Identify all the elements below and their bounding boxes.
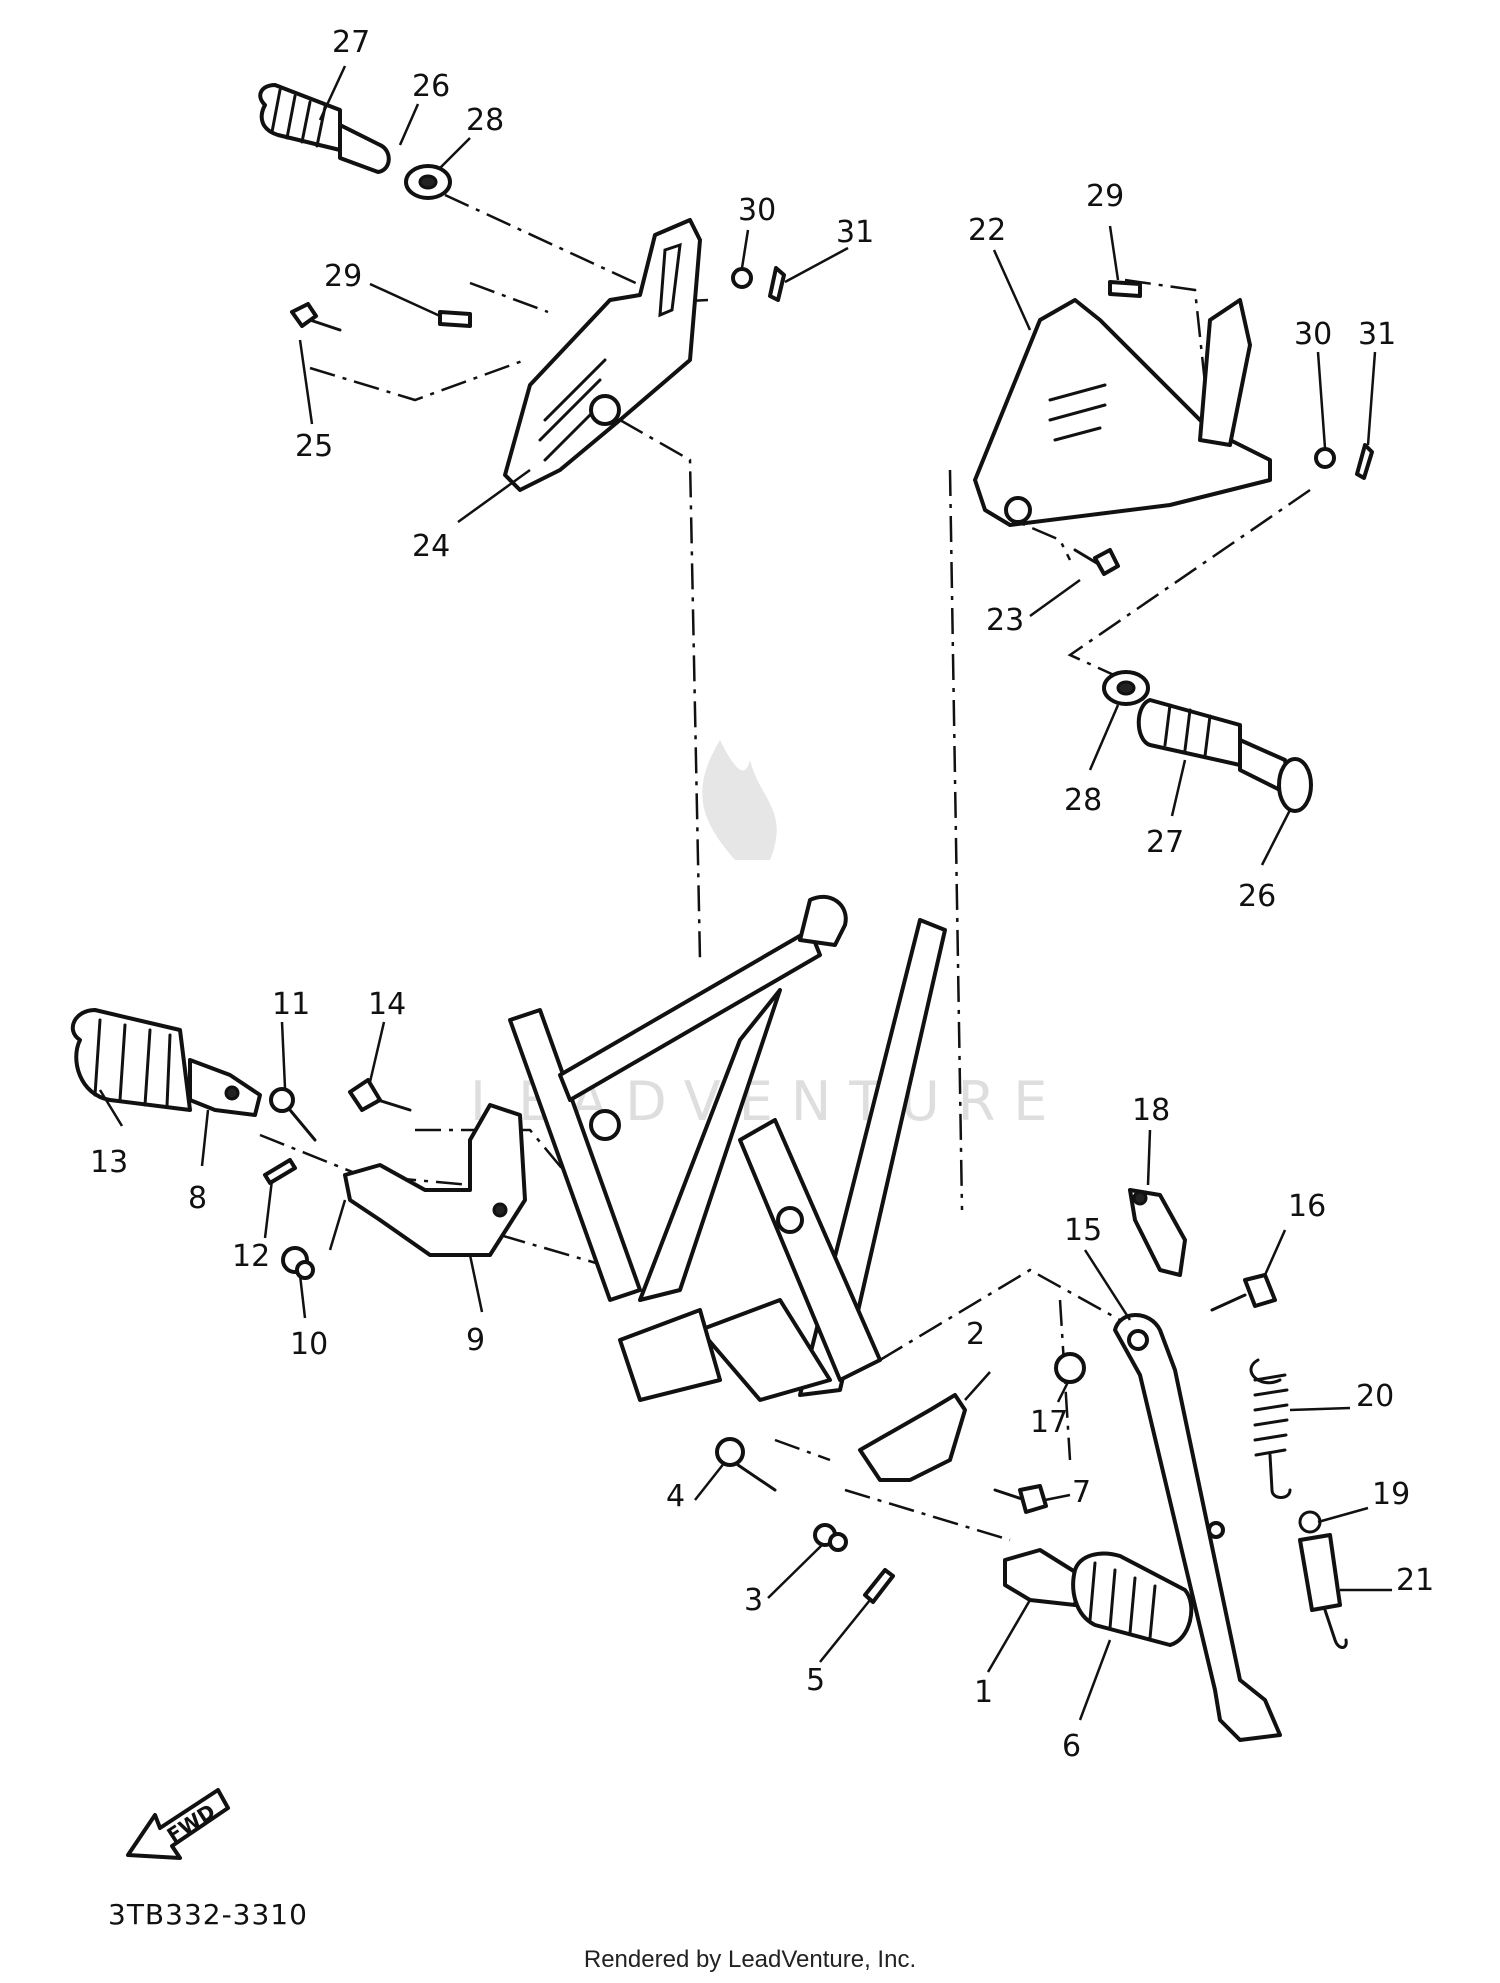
callout-31-left: 31 [836, 215, 874, 250]
part-31-cotter-pin-right [1355, 443, 1374, 480]
part-12-spring-left [263, 1158, 297, 1185]
callout-6: 6 [1062, 1729, 1081, 1764]
part-1-footrest-right [1003, 1548, 1082, 1607]
part-28-washer-right [1102, 670, 1150, 706]
part-27-footrest-rubber-left [258, 83, 391, 174]
part-8-footrest-left [188, 1058, 262, 1117]
callout-21: 21 [1396, 1563, 1434, 1598]
part-22-footrest-bracket-right [973, 298, 1272, 527]
callout-1: 1 [974, 1675, 993, 1710]
part-29-pin-left [438, 310, 472, 328]
part-27-footrest-rubber-right [1136, 698, 1242, 767]
part-30-washer-right [1314, 447, 1336, 469]
diagram-code: 3TB332-3310 [108, 1898, 308, 1931]
callout-9: 9 [466, 1323, 485, 1358]
callouts: 27 26 28 29 30 31 25 24 22 29 30 31 23 2… [90, 25, 1434, 1764]
part-10-clip-left [281, 1246, 315, 1280]
part-15-sidestand [1113, 1313, 1282, 1742]
callout-11: 11 [272, 987, 310, 1022]
callout-27-right: 27 [1146, 825, 1184, 860]
callout-18: 18 [1132, 1093, 1170, 1128]
callout-10: 10 [290, 1327, 328, 1362]
part-29-pin-right [1108, 280, 1142, 298]
callout-20: 20 [1356, 1379, 1394, 1414]
fwd-arrow: FWD [126, 1788, 230, 1860]
callout-17: 17 [1030, 1405, 1068, 1440]
callout-16: 16 [1288, 1189, 1326, 1224]
part-9-footrest-bracket-left [343, 1103, 527, 1257]
part-11-pin [269, 1087, 317, 1142]
credit-line: Rendered by LeadVenture, Inc. [583, 1946, 917, 1973]
callout-31-right: 31 [1358, 317, 1396, 352]
callout-19: 19 [1372, 1477, 1410, 1512]
part-26-footrest-shaft-right [1238, 738, 1313, 813]
callout-29-right: 29 [1086, 179, 1124, 214]
callout-14: 14 [368, 987, 406, 1022]
callout-13: 13 [90, 1145, 128, 1180]
part-7-bolt [993, 1484, 1048, 1514]
callout-23: 23 [986, 603, 1024, 638]
callout-26-right: 26 [1238, 879, 1276, 914]
part-24-footrest-bracket-left [503, 218, 702, 492]
callout-7: 7 [1072, 1475, 1091, 1510]
part-23-bolt-right [1073, 548, 1120, 576]
part-20-spring [1249, 1358, 1292, 1499]
callout-5: 5 [806, 1663, 825, 1698]
frame-assembly [508, 894, 947, 1402]
callout-2: 2 [966, 1317, 985, 1352]
part-13-footrest-rubber-left [70, 1008, 192, 1112]
part-3-clip [813, 1523, 848, 1552]
callout-12: 12 [232, 1239, 270, 1274]
part-28-washer-left [404, 164, 452, 200]
part-2-footrest-bracket-right [858, 1393, 967, 1482]
part-31-cotter-pin-left [768, 266, 786, 302]
callout-3: 3 [744, 1583, 763, 1618]
part-30-washer-left [731, 267, 753, 289]
callout-25: 25 [295, 429, 333, 464]
callout-4: 4 [666, 1479, 685, 1514]
part-25-bolt-left [290, 302, 342, 332]
part-18-plate [1128, 1188, 1187, 1277]
callout-15: 15 [1064, 1213, 1102, 1248]
leader-lines [98, 65, 1392, 1721]
callout-30-right: 30 [1294, 317, 1332, 352]
part-19-spring-hook [1298, 1510, 1322, 1534]
callout-27-left: 27 [332, 25, 370, 60]
part-16-bolt [1210, 1273, 1277, 1312]
callout-29-left: 29 [324, 259, 362, 294]
part-14-bolt [348, 1078, 412, 1112]
callout-8: 8 [188, 1181, 207, 1216]
callout-28-right: 28 [1064, 783, 1102, 818]
part-6-footrest-rubber-right [1071, 1551, 1194, 1647]
callout-24: 24 [412, 529, 450, 564]
callout-26-left: 26 [412, 69, 450, 104]
callout-30-left: 30 [738, 193, 776, 228]
callout-28-left: 28 [466, 103, 504, 138]
callout-22: 22 [968, 213, 1006, 248]
part-17-collar [1054, 1352, 1086, 1384]
part-5-spring [863, 1568, 895, 1604]
part-21-spring [1298, 1533, 1348, 1649]
part-4-pin [715, 1437, 777, 1492]
